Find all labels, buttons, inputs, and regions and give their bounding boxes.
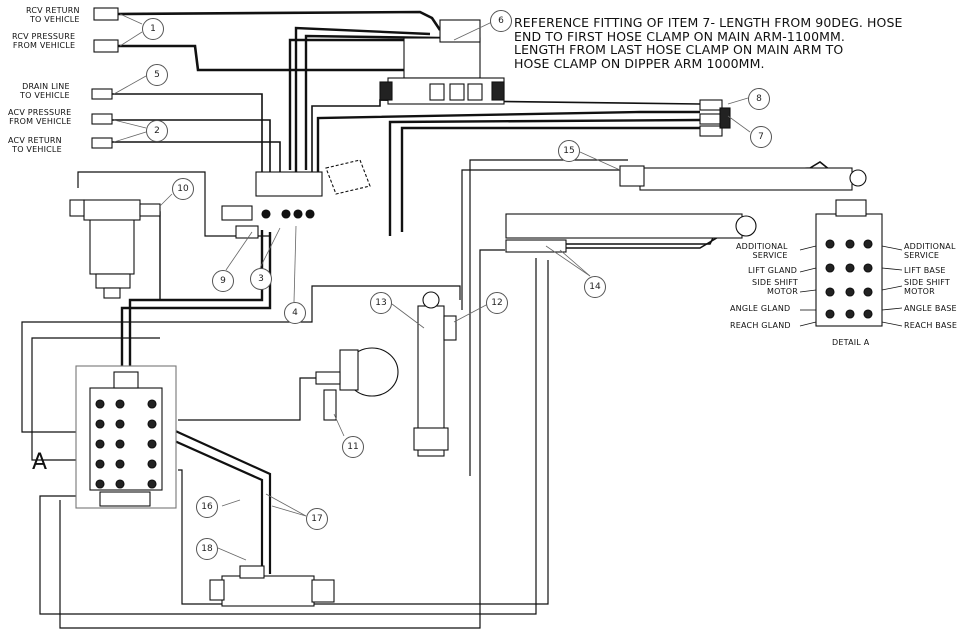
valve6-line-a [288,38,420,170]
detail-a-lift-gland: LIFT GLAND [748,266,798,275]
acv-return-hose [112,141,281,172]
rcv-pressure-connector [93,39,119,53]
balloon-4: 4 [284,302,306,324]
balloon-7: 7 [750,126,772,148]
loop-left [77,171,270,237]
balloon-10: 10 [172,178,194,200]
section-mark-a: A [32,450,48,475]
lower-loop-2 [178,260,549,605]
valve6-line-b [294,26,431,172]
acv-pressure-connector [91,113,113,125]
manifold-feed-a [128,230,264,372]
cylinder12-line [461,169,636,310]
balloon-9: 9 [212,270,234,292]
dipper-cylinder [505,213,757,253]
drain-connector [91,88,113,100]
dipper-hose [560,235,721,249]
detail-a-title: DETAIL A [832,338,870,347]
balloon-16: 16 [196,496,218,518]
acv-pressure-hose [112,119,271,172]
balloon-3: 3 [250,268,272,290]
boom-hose-upper [316,110,700,176]
detail-a-reach-base: REACH BASE [904,321,958,330]
detail-a-angle-gland: ANGLE GLAND [730,304,791,313]
balloon-14: 14 [584,276,606,298]
fittings-7-8 [699,99,731,137]
boom-hose-4 [400,126,700,232]
vertical-cylinder [413,291,457,457]
reference-note: REFERENCE FITTING OF ITEM 7- LENGTH FROM… [514,15,903,71]
drain-line-hose [112,93,263,172]
cylinder-return-line [469,159,628,476]
outer-loop-a [21,285,461,433]
loop-to-motor18b [159,422,272,574]
manifold-feed-b [120,232,272,372]
outer-loop-b [178,377,330,421]
valve-block-top [379,19,505,105]
accumulator [315,347,399,421]
detail-a-valve [815,199,883,327]
lower-loop-3 [39,258,537,615]
balloon-2: 2 [146,120,168,142]
acv-return-connector [91,137,113,149]
rcv-return-connector [93,7,119,21]
control-valve-bank [75,365,177,509]
rcv-return-hose [117,10,442,31]
detail-a-reach-gland: REACH GLAND [730,321,791,330]
balloon-12: 12 [486,292,508,314]
detail-a-lift-base: LIFT BASE [904,266,946,275]
valve6-line-c [304,34,441,170]
balloon-8: 8 [748,88,770,110]
balloon-18: 18 [196,538,218,560]
motor-18 [209,565,335,607]
balloon-5: 5 [146,64,168,86]
lower-loop-1 [59,249,505,629]
boom-cylinder [619,165,867,191]
balloon-6: 6 [490,10,512,32]
loop-to-motor18 [149,428,264,570]
center-manifold [221,159,371,239]
balloon-15: 15 [558,140,580,162]
detail-a-angle-base: ANGLE BASE [904,304,957,313]
outer-loop-c [31,337,160,461]
boom-hose-3 [388,118,701,236]
balloon-13: 13 [370,292,392,314]
balloon-17: 17 [306,508,328,530]
pump-motor-10 [69,199,161,299]
balloon-11: 11 [342,436,364,458]
balloon-1: 1 [142,18,164,40]
